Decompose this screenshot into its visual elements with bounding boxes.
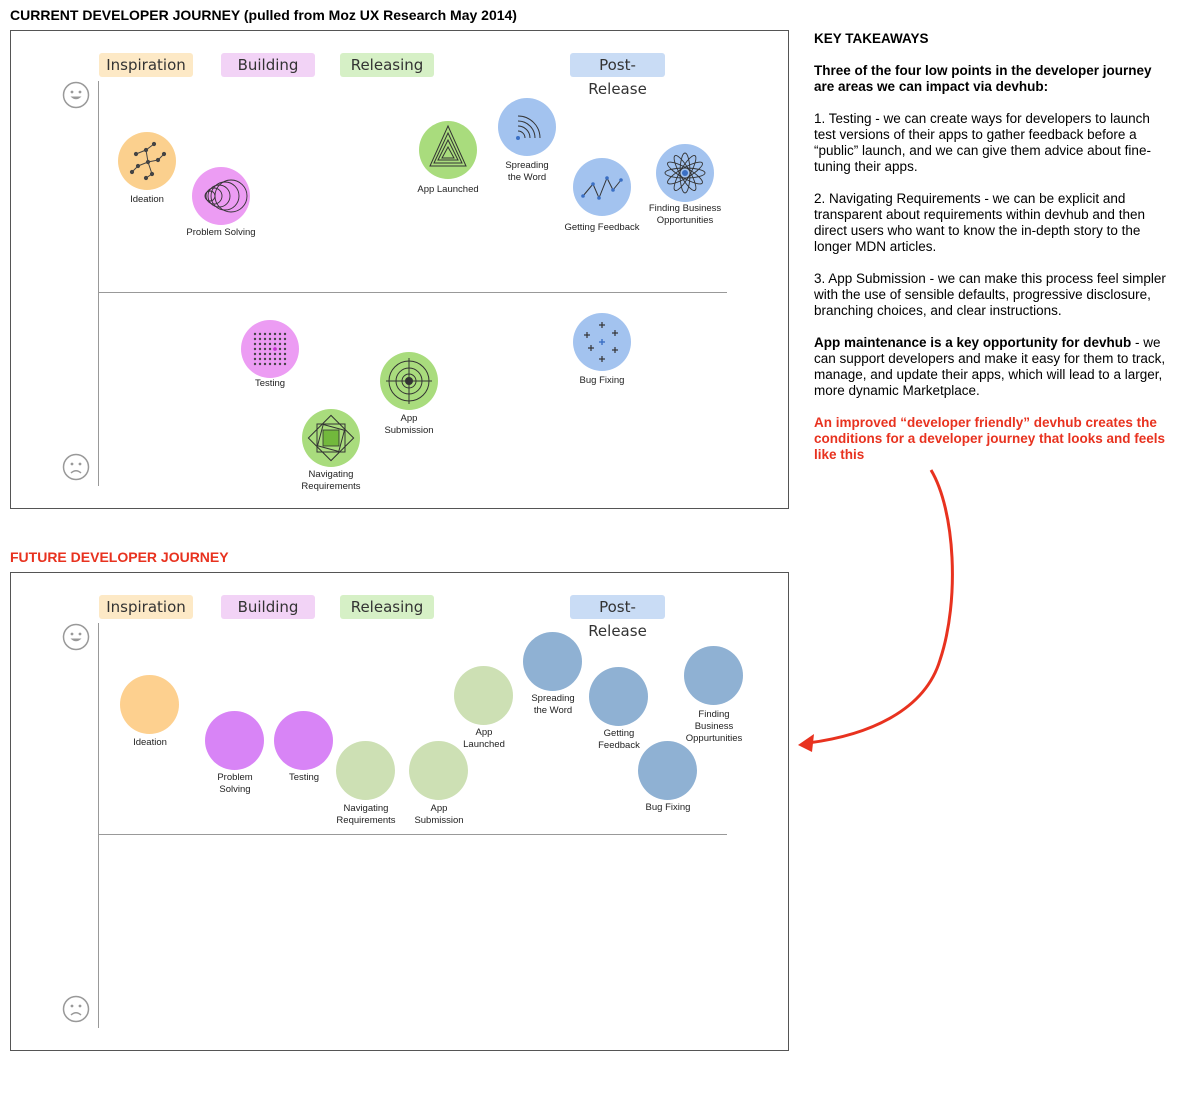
node-label: Getting Feedback [564, 222, 640, 233]
node-label: Finding Business Oppurtunities [685, 709, 743, 744]
node-label: App Submission [414, 803, 464, 826]
phase-post-release: Post-Release [570, 595, 665, 640]
node-dot [336, 741, 395, 800]
phase-releasing: Releasing [340, 595, 434, 619]
node-dot [409, 741, 468, 800]
takeaway-point-3: 3. App Submission - we can make this pro… [814, 271, 1166, 318]
node-label: App Launched [463, 727, 505, 750]
phase-inspiration: Inspiration [99, 595, 193, 619]
phase-building: Building [221, 595, 315, 619]
node-dot [589, 667, 648, 726]
current-journey-title: CURRENT DEVELOPER JOURNEY (pulled from M… [10, 7, 517, 23]
curved-arrow-icon [798, 469, 954, 752]
node-label: App Submission [384, 413, 434, 436]
node-label: App Launched [417, 184, 479, 195]
node-label: Navigating Requirements [336, 803, 396, 826]
current-journey-panel: Inspiration Building Releasing Post-Rele… [10, 30, 789, 509]
vertical-axis [98, 81, 99, 486]
node-dot [638, 741, 697, 800]
node-label: Problem Solving [186, 227, 256, 238]
sad-face-icon [62, 995, 90, 1023]
node-label: Ideation [130, 194, 164, 205]
node-label: Ideation [133, 737, 167, 748]
future-journey-title: FUTURE DEVELOPER JOURNEY [10, 549, 229, 565]
takeaways-intro: Three of the four low points in the deve… [814, 63, 1152, 94]
takeaway-maintenance: App maintenance is a key opportunity for… [814, 335, 1169, 399]
target-icon [380, 352, 438, 410]
phase-inspiration: Inspiration [99, 53, 193, 77]
zigzag-icon [573, 158, 631, 216]
takeaway-point-2: 2. Navigating Requirements - we can be e… [814, 191, 1145, 254]
node-label: Bug Fixing [645, 802, 691, 813]
node-dot [205, 711, 264, 770]
maintenance-rest: - we can support developers and make it … [814, 335, 1166, 398]
happy-face-icon [62, 623, 90, 651]
node-dot [274, 711, 333, 770]
phase-building: Building [221, 53, 315, 77]
neutral-line [99, 292, 727, 293]
neutral-line [99, 834, 727, 835]
happy-face-icon [62, 81, 90, 109]
node-dot [120, 675, 179, 734]
sad-face-icon [62, 453, 90, 481]
circles-icon [192, 167, 250, 225]
node-label: Navigating Requirements [301, 469, 361, 492]
node-dot [684, 646, 743, 705]
node-label: Spreading the Word [531, 693, 575, 716]
future-journey-panel: Inspiration Building Releasing Post-Rele… [10, 572, 789, 1051]
nested-squares-icon [302, 409, 360, 467]
takeaways-heading: KEY TAKEAWAYS [814, 31, 929, 46]
node-dot [454, 666, 513, 725]
node-label: Testing [288, 772, 320, 783]
crosses-icon [573, 313, 631, 371]
network-icon [118, 132, 176, 190]
phase-post-release: Post-Release [570, 53, 665, 98]
node-label: Bug Fixing [579, 375, 625, 386]
signal-icon [498, 98, 556, 156]
takeaway-point-1: 1. Testing - we can create ways for deve… [814, 111, 1151, 174]
node-label: Finding Business Opportunities [648, 203, 722, 226]
node-label: Getting Feedback [598, 728, 640, 751]
node-label: Testing [254, 378, 286, 389]
flower-icon [656, 144, 714, 202]
node-label: Spreading the Word [505, 160, 549, 183]
triangles-icon [419, 121, 477, 179]
takeaway-conclusion: An improved “developer friendly” devhub … [814, 415, 1166, 462]
vertical-axis [98, 623, 99, 1028]
maintenance-bold: App maintenance is a key opportunity for… [814, 335, 1132, 350]
phase-releasing: Releasing [340, 53, 434, 77]
node-dot [523, 632, 582, 691]
dot-grid-icon [241, 320, 299, 378]
key-takeaways: KEY TAKEAWAYS Three of the four low poin… [814, 31, 1169, 479]
node-label: Problem Solving [217, 772, 253, 795]
